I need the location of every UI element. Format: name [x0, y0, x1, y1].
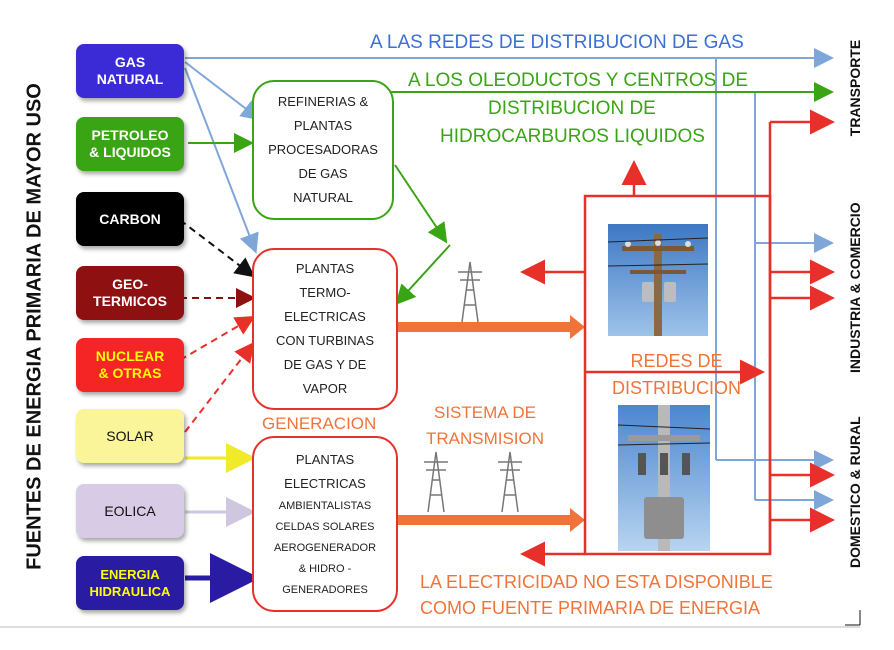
label-gas-networks: A LAS REDES DE DISTRIBUCION DE GAS [370, 32, 744, 53]
sector-domestico: DOMESTICO & RURAL [847, 416, 863, 568]
source-gas-natural: GAS NATURAL [76, 44, 184, 98]
source-nuclear: NUCLEAR & OTRAS [76, 338, 184, 392]
label-oil-line2: DISTRIBUCION DE [488, 98, 656, 119]
sector-transporte: TRANSPORTE [847, 39, 863, 137]
label-generacion: GENERACION [262, 414, 377, 433]
transformer-icon [618, 405, 710, 551]
utility-pole-icon [608, 234, 708, 336]
box-ambientalistas-detail: AMBIENTALISTAS CELDAS SOLARES AEROGENERA… [273, 500, 377, 596]
transmission-arrowhead-bottom [570, 508, 585, 532]
label-footer-line1: LA ELECTRICIDAD NO ESTA DISPONIBLE [420, 572, 773, 592]
label-redes: REDES DE DISTRIBUCION [611, 351, 741, 398]
label-footer-line2: COMO FUENTE PRIMARIA DE ENERGIA [420, 598, 761, 618]
transmission-bar-bottom [398, 515, 570, 525]
source-hidraulica: ENERGIA HIDRAULICA [76, 556, 184, 610]
transformer-photo [618, 405, 710, 551]
transmission-arrowhead-top [570, 315, 585, 339]
source-petroleo: PETROLEO & LIQUIDOS [76, 117, 184, 171]
gas-lines [184, 48, 834, 510]
utility-pole-photo [608, 224, 708, 336]
solar-dashed-arrow [184, 341, 255, 433]
box-ambientalistas: PLANTAS ELECTRICAS AMBIENTALISTAS CELDAS… [252, 436, 398, 612]
nuclear-arrow [179, 315, 256, 361]
label-oil-line1: A LOS OLEODUCTOS Y CENTROS DE [408, 70, 748, 91]
tower-icon [424, 451, 448, 513]
oil-lines [188, 82, 834, 305]
electric-lines [520, 109, 835, 567]
source-solar: SOLAR [76, 409, 184, 463]
tower-icon [498, 451, 522, 513]
box-refinerias: REFINERIAS & PLANTAS PROCESADORAS DE GAS… [252, 80, 394, 220]
carbon-arrow [179, 219, 256, 278]
tower-icon [458, 261, 482, 323]
box-termoelectricas: PLANTAS TERMO- ELECTRICAS CON TURBINAS D… [252, 248, 398, 410]
source-carbon: CARBON [76, 192, 184, 246]
source-geotermicos: GEO- TERMICOS [76, 266, 184, 320]
sector-industria: INDUSTRIA & COMERCIO [847, 202, 863, 373]
transmission-bar-top [398, 322, 570, 332]
source-eolica: EOLICA [76, 484, 184, 538]
diagram-title: FUENTES DE ENERGIA PRIMARIA DE MAYOR USO [23, 83, 46, 570]
label-oil-line3: HIDROCARBUROS LIQUIDOS [440, 126, 705, 147]
label-transmision: SISTEMA DE TRANSMISION [425, 403, 545, 448]
box-ambientalistas-title: PLANTAS ELECTRICAS [284, 452, 366, 491]
